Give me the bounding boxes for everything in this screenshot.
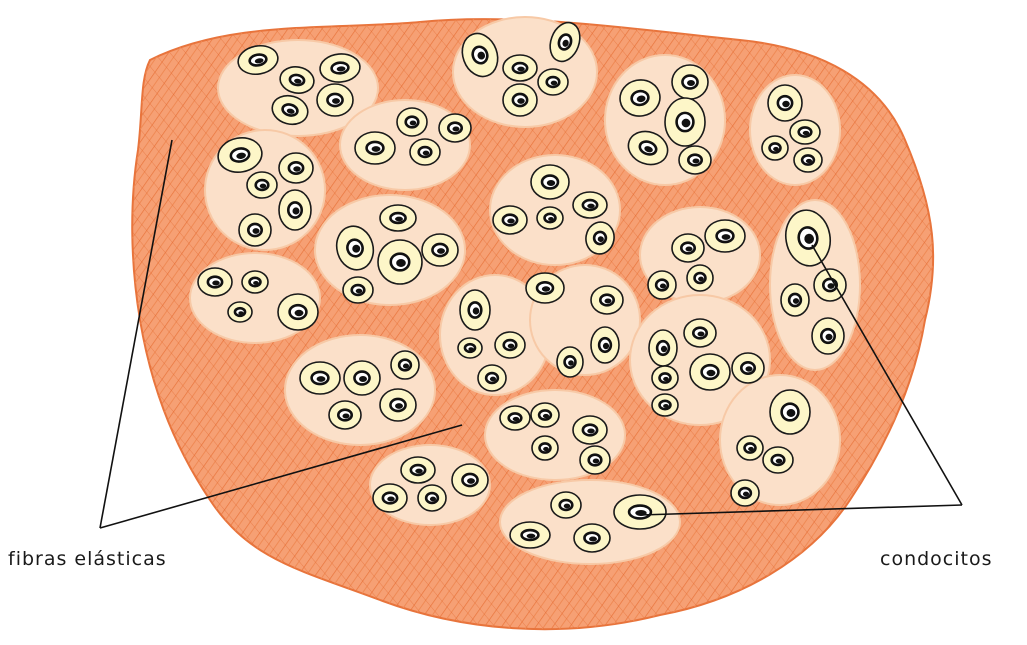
chondrocyte bbox=[731, 480, 759, 506]
chondrocyte bbox=[478, 365, 506, 391]
chondrocyte bbox=[495, 332, 525, 358]
chondrocyte bbox=[649, 330, 677, 366]
chondrocyte bbox=[672, 234, 704, 262]
chondrocyte bbox=[439, 114, 471, 142]
chondrocyte bbox=[422, 234, 458, 266]
chondrocyte bbox=[198, 268, 232, 296]
chondrocyte bbox=[737, 436, 763, 460]
chondrocyte bbox=[380, 389, 416, 421]
chondrocyte bbox=[768, 85, 802, 121]
label-fibras-elasticas: fibras elásticas bbox=[8, 548, 167, 570]
chondrocyte bbox=[500, 406, 530, 430]
chondrocyte bbox=[652, 366, 678, 390]
chondrocyte bbox=[503, 55, 537, 81]
chondrocyte bbox=[452, 464, 488, 496]
chondrocyte bbox=[687, 265, 713, 291]
chondrocyte bbox=[300, 362, 340, 394]
chondrocyte bbox=[591, 327, 619, 363]
chondrocyte bbox=[526, 273, 564, 303]
chondrocyte bbox=[614, 495, 666, 529]
chondrocyte bbox=[679, 146, 711, 174]
chondrocyte bbox=[763, 447, 793, 473]
chondrocyte bbox=[537, 207, 563, 229]
chondrocyte bbox=[665, 98, 705, 146]
chondrocyte bbox=[228, 302, 252, 322]
chondrocyte bbox=[732, 353, 764, 383]
chondrocyte bbox=[652, 394, 678, 416]
chondrocyte bbox=[418, 485, 446, 511]
chondrocyte bbox=[242, 271, 268, 293]
chondrocyte bbox=[531, 403, 559, 427]
chondrocyte bbox=[391, 351, 419, 379]
chondrocyte bbox=[532, 436, 558, 460]
chondrocyte bbox=[531, 165, 569, 199]
chondrocyte bbox=[279, 190, 311, 230]
chondrocyte bbox=[812, 318, 844, 354]
chondrocyte bbox=[705, 220, 745, 252]
chondrocyte bbox=[278, 294, 318, 330]
chondrocyte bbox=[538, 69, 568, 95]
chondrocyte bbox=[344, 361, 380, 395]
chondrocyte bbox=[690, 354, 730, 390]
chondrocyte bbox=[580, 446, 610, 474]
chondrocyte bbox=[573, 192, 607, 218]
chondrocyte bbox=[493, 206, 527, 234]
chondrocyte bbox=[460, 290, 490, 330]
chondrocyte bbox=[279, 153, 313, 183]
chondrocyte bbox=[648, 271, 676, 299]
chondrocyte bbox=[762, 136, 788, 160]
chondrocyte bbox=[573, 416, 607, 444]
chondrocyte bbox=[551, 492, 581, 518]
chondrocyte bbox=[458, 338, 482, 358]
chondrocyte bbox=[503, 84, 537, 116]
chondrocyte bbox=[397, 108, 427, 136]
chondrocyte bbox=[574, 524, 610, 552]
label-condocitos: condocitos bbox=[880, 548, 993, 570]
chondrocyte bbox=[790, 120, 820, 144]
chondrocyte bbox=[781, 284, 809, 316]
chondrocyte bbox=[380, 205, 416, 231]
chondrocyte bbox=[247, 172, 277, 198]
chondrocyte bbox=[770, 390, 810, 434]
chondrocyte bbox=[343, 277, 373, 303]
chondrocyte bbox=[355, 132, 395, 164]
chondrocyte bbox=[317, 84, 353, 116]
chondrocyte bbox=[591, 286, 623, 314]
chondrocyte bbox=[510, 522, 550, 548]
chondrocyte bbox=[794, 148, 822, 172]
chondrocyte bbox=[239, 214, 271, 246]
chondrocyte bbox=[329, 401, 361, 429]
chondrocyte bbox=[557, 347, 583, 377]
chondrocyte bbox=[410, 139, 440, 165]
chondrocyte bbox=[684, 319, 716, 347]
chondrocyte bbox=[373, 484, 407, 512]
chondrocyte bbox=[401, 457, 435, 483]
chondrocyte bbox=[672, 65, 708, 99]
chondrocyte bbox=[378, 240, 422, 284]
